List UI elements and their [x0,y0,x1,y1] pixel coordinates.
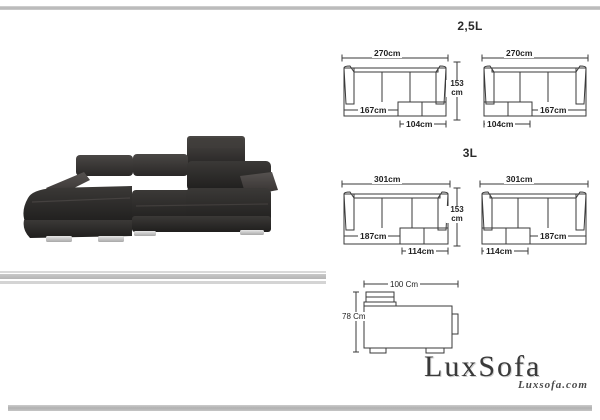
middle-divider-band-upper [0,271,326,273]
dim-width-3l-left: 301cm [372,174,403,184]
plan-25l-left [338,52,460,130]
dim-side-depth: 100 Cm [388,280,421,289]
dim-seat-3l-right: 187cm [538,231,569,241]
dim-seat-25l-right: 167cm [538,105,569,115]
middle-divider-band [0,274,326,279]
middle-divider-band-lower [0,281,326,284]
dim-width-25l-left: 270cm [372,48,403,58]
brand-logo: LuxSofa Luxsofa.com [424,352,592,396]
dim-height-3l-value: 153 [450,205,464,214]
dim-side-height: 78 Cm [340,312,368,321]
dim-chaise-25l-right: 104cm [485,119,516,129]
plan-3l-right [470,178,592,256]
top-divider-band [0,6,600,10]
dim-height-25l-value: 153 [450,79,464,88]
dim-seat-25l-left: 167cm [358,105,389,115]
dim-width-25l-right: 270cm [504,48,535,58]
dim-chaise-3l-right: 114cm [484,246,514,256]
plan-side-view [352,278,482,358]
dim-height-3l: 153 cm [446,205,468,223]
sofa-product-photo [6,128,294,253]
dim-seat-3l-left: 187cm [358,231,389,241]
dim-width-3l-right: 301cm [504,174,535,184]
section-title-3l: 3L [462,146,478,160]
dim-chaise-3l-left: 114cm [406,246,436,256]
dim-height-25l-unit: cm [451,87,463,97]
bottom-divider-band [8,405,592,411]
brand-logo-website: Luxsofa.com [518,379,588,391]
section-title-25l: 2,5L [457,19,483,33]
brand-logo-text: LuxSofa [424,350,542,383]
dim-height-3l-unit: cm [451,213,463,223]
dim-height-25l: 153 cm [446,79,468,97]
dim-chaise-25l-left: 104cm [404,119,435,129]
plan-3l-left [338,178,460,256]
